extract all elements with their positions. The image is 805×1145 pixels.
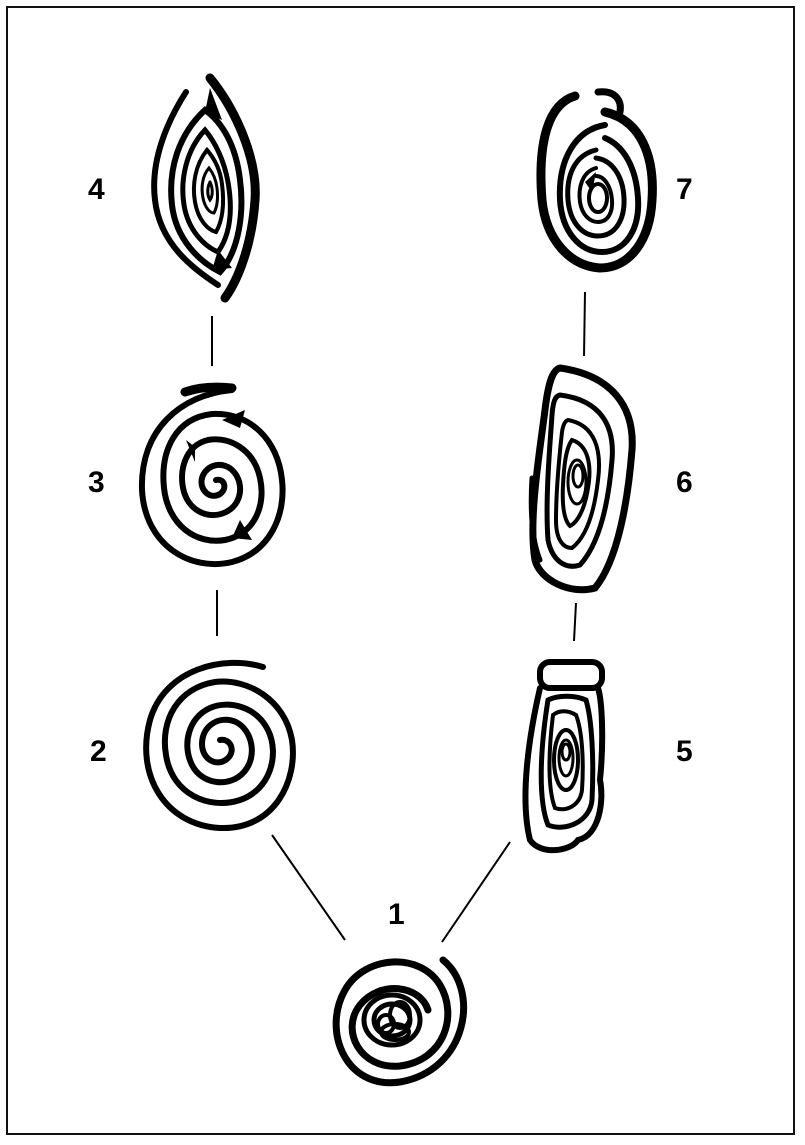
stage-number-1: 1 — [388, 900, 405, 930]
stage-number-4: 4 — [88, 175, 105, 205]
connector-1-2 — [272, 835, 345, 940]
stage-3-spiral-icon — [142, 387, 283, 564]
connector-lines — [212, 292, 585, 942]
connector-1-5 — [442, 842, 510, 942]
connector-6-7 — [584, 292, 585, 356]
stage-number-6: 6 — [676, 468, 693, 498]
stage-2-spiral-icon — [146, 663, 293, 828]
stage-5-loop-icon — [525, 662, 602, 850]
connector-5-6 — [574, 603, 576, 641]
stage-number-3: 3 — [88, 468, 105, 498]
stage-1-spiral-icon — [336, 960, 463, 1083]
stage-number-2: 2 — [90, 737, 107, 767]
stage-number-7: 7 — [676, 175, 693, 205]
stage-7-spiral-icon — [541, 92, 652, 268]
stage-6-loop-icon — [531, 368, 632, 590]
stage-4-spiral-icon — [154, 78, 255, 298]
stage-number-5: 5 — [676, 737, 693, 767]
